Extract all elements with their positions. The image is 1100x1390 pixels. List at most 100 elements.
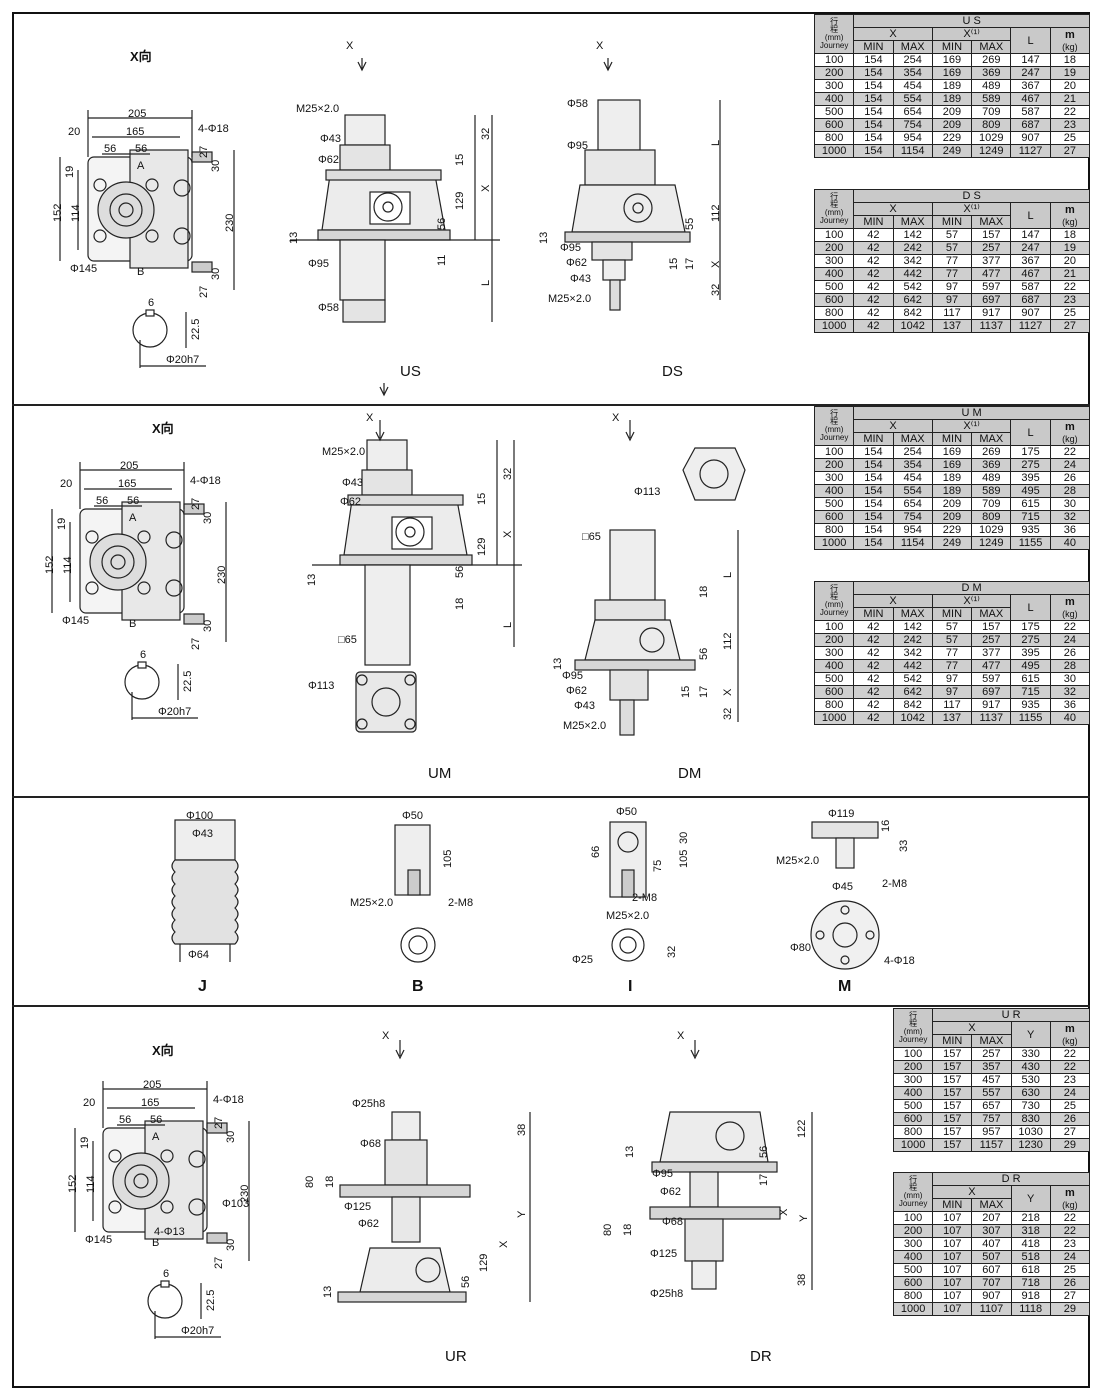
table-cell: MIN	[931, 215, 973, 229]
dimension-label: 6	[163, 1268, 170, 1280]
dimension-label: Φ20h7	[158, 706, 192, 718]
dimension-label: Φ25	[572, 954, 594, 966]
dimension-label: 15	[680, 685, 692, 698]
table-cell: X⁽¹⁾	[931, 419, 1012, 433]
table-cell: 800	[813, 698, 855, 712]
table-cell: 100	[892, 1211, 934, 1225]
table-cell: 42	[853, 620, 894, 634]
mass-kg-header: m(kg)	[1049, 594, 1091, 621]
dimension-label: 80	[304, 1175, 316, 1188]
dimension-label: 19	[64, 165, 76, 178]
dimension-label: Φ58	[318, 302, 340, 314]
table-cell: 600	[892, 1276, 934, 1290]
dimension-label: Φ43	[342, 477, 364, 489]
table-cell: 442	[892, 267, 933, 281]
table-cell: 42	[853, 306, 894, 320]
dimension-label: 165	[126, 126, 145, 138]
dimension-label: Φ100	[186, 810, 214, 822]
dimension-label: 18	[324, 1175, 336, 1188]
table-cell: 97	[931, 293, 973, 307]
table-cell: 1000	[892, 1302, 934, 1316]
table-cell: X	[853, 594, 933, 608]
table-cell: 25	[1049, 306, 1091, 320]
table-cell: 467	[1010, 267, 1051, 281]
dimension-label: 15	[454, 153, 466, 166]
dimension-label: Φ43	[320, 133, 342, 145]
table-cell: 907	[1010, 306, 1051, 320]
table-cell: 1107	[971, 1302, 1012, 1316]
table-cell: 1042	[892, 711, 933, 725]
dimension-label: 18	[698, 585, 710, 598]
section-divider	[12, 404, 1090, 406]
dimension-label: 66	[590, 845, 602, 858]
dimension-label: 112	[710, 204, 722, 222]
dimension-label: □65	[582, 531, 601, 543]
table-cell: MAX	[971, 40, 1012, 54]
dimension-label: Φ58	[567, 98, 589, 110]
table-cell: X	[853, 419, 933, 433]
dimension-label: 16	[880, 819, 892, 832]
table-cell: 800	[813, 131, 855, 145]
table-cell: 77	[931, 646, 973, 660]
table-cell: 954	[892, 131, 933, 145]
table-cell: 169	[931, 458, 973, 472]
table-cell: 709	[971, 497, 1012, 511]
dimension-label: 2-M8	[882, 878, 908, 890]
journey-header: 行程(mm)Journey	[813, 14, 855, 54]
dimension-label: 129	[454, 191, 466, 210]
table-cell: 200	[892, 1224, 934, 1238]
dimension-label: 27	[190, 637, 202, 650]
table-cell: U M	[853, 406, 1090, 420]
dimension-label: 112	[722, 632, 734, 650]
table-cell: 200	[813, 458, 855, 472]
table-cell: 357	[971, 1060, 1012, 1074]
table-cell: 189	[931, 484, 973, 498]
table-cell: Y	[1010, 1185, 1051, 1212]
table-cell: 1154	[892, 536, 933, 550]
dimension-label: M25×2.0	[606, 910, 650, 922]
table-cell: 22	[1049, 1047, 1091, 1061]
table-cell: 154	[853, 471, 894, 485]
dimension-label: 17	[698, 685, 710, 698]
table-cell: 1000	[813, 144, 855, 158]
mass-kg-header: m(kg)	[1049, 27, 1091, 54]
table-cell: 42	[853, 241, 894, 255]
table-cell: 24	[1049, 1250, 1091, 1264]
table-cell: MAX	[892, 432, 933, 446]
dimension-label: 56	[460, 1275, 472, 1288]
dimension-label: 33	[898, 839, 910, 852]
table-cell: 249	[931, 536, 973, 550]
dimension-label: X	[382, 1030, 390, 1042]
table-cell: 154	[853, 458, 894, 472]
dimension-label: 129	[478, 1253, 490, 1272]
table-cell: 26	[1049, 1276, 1091, 1290]
table-cell: 442	[892, 659, 933, 673]
dimension-label: Φ50	[402, 810, 424, 822]
table-cell: 600	[813, 118, 855, 132]
table-cell: 107	[932, 1263, 973, 1277]
table-cell: MAX	[892, 215, 933, 229]
table-cell: 97	[931, 672, 973, 686]
table-cell: 307	[971, 1224, 1012, 1238]
table-cell: 430	[1010, 1060, 1051, 1074]
table-cell: 42	[853, 319, 894, 333]
table-cell: MIN	[932, 1198, 973, 1212]
dimension-label: 22.5	[205, 1289, 217, 1311]
dimension-label: 56	[96, 495, 109, 507]
caption-um: UM	[428, 765, 452, 782]
table-cell: 589	[971, 484, 1012, 498]
dimension-label: X	[498, 1240, 510, 1248]
dimension-label: L	[502, 621, 514, 628]
dimension-label: L	[480, 279, 492, 286]
table-cell: 907	[971, 1289, 1012, 1303]
caption-dr: DR	[750, 1348, 772, 1365]
table-cell: 30	[1049, 672, 1091, 686]
table-cell: 400	[813, 267, 855, 281]
